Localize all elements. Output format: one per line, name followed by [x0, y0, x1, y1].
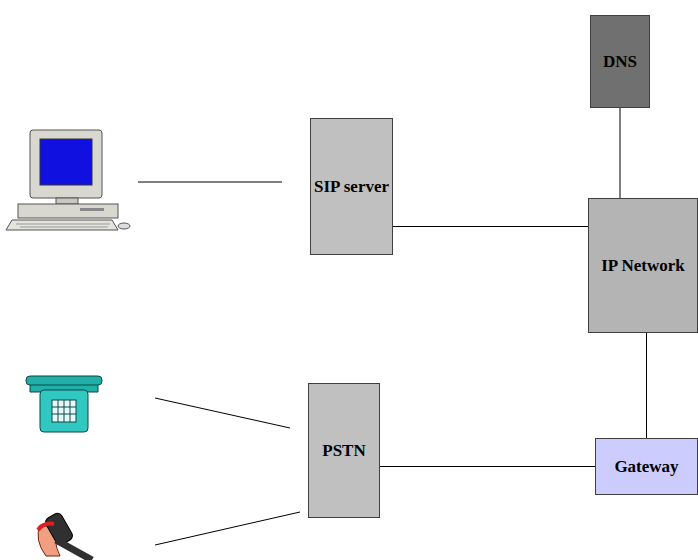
server-box: SIP server: [310, 118, 393, 255]
gateway-box: Gateway: [595, 438, 698, 495]
connector-line: [380, 466, 595, 467]
link-line: [155, 398, 290, 428]
node-label: Gateway: [614, 456, 678, 477]
network-box: PSTN: [308, 383, 380, 518]
node-label: IP Network: [601, 255, 685, 276]
node-label: SIP server: [314, 176, 389, 197]
telephone-icon: [26, 376, 102, 432]
dns-box: DNS: [590, 15, 650, 108]
link-line: [155, 512, 300, 545]
connector-line: [646, 333, 647, 438]
computer-icon: [6, 130, 130, 230]
node-label: DNS: [603, 51, 637, 72]
node-label: PSTN: [322, 440, 365, 461]
link-line: [138, 182, 282, 183]
network-box: IP Network: [588, 198, 698, 333]
handset-icon: [38, 512, 92, 560]
connector-line: [620, 108, 621, 198]
connector-line: [393, 226, 588, 227]
